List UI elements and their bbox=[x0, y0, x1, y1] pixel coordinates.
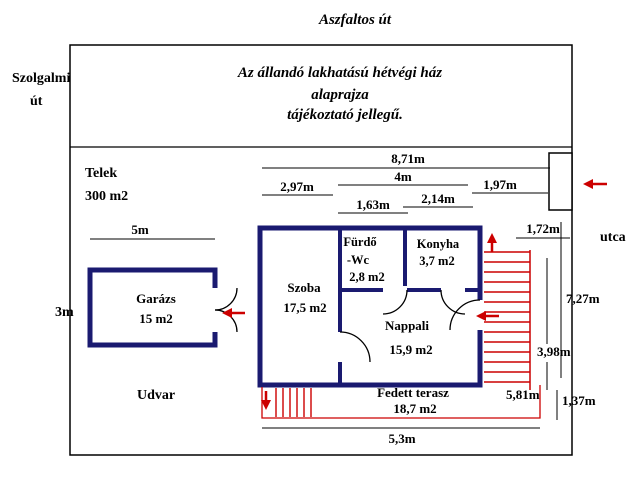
top-road-label: Aszfaltos út bbox=[318, 12, 392, 28]
szoba-door-gap bbox=[336, 332, 344, 362]
furdo-door-arc bbox=[382, 289, 408, 315]
dim-top-mid-right: 2,14m bbox=[421, 191, 455, 206]
dim-right-mid: 3,98m bbox=[537, 344, 571, 359]
dim-top-mid: 4m bbox=[394, 169, 412, 184]
deck-up-arrow bbox=[487, 233, 497, 252]
dim-bottom-width: 5,3m bbox=[388, 431, 415, 446]
dim-garage-depth: 3m bbox=[55, 305, 74, 320]
street-gate bbox=[548, 152, 573, 211]
dim-right-long: 7,27m bbox=[566, 291, 600, 306]
dim-deck-length: 5,81m bbox=[506, 387, 540, 402]
dim-right-gate: 1,72m bbox=[526, 221, 560, 236]
dim-garage-width: 5m bbox=[131, 222, 149, 237]
plot-area-label: 300 m2 bbox=[85, 189, 128, 204]
bath-name-label-line1: Fürdő bbox=[343, 235, 376, 249]
living-name-label: Nappali bbox=[385, 318, 429, 333]
dim-right-bottom: 1,37m bbox=[562, 393, 596, 408]
yard-label: Udvar bbox=[137, 388, 175, 403]
left-road-label-line2: út bbox=[30, 94, 43, 109]
konyha-door-gap bbox=[441, 286, 465, 294]
furdo-door-gap bbox=[383, 286, 407, 294]
plot-boundary bbox=[69, 44, 573, 456]
plan-title-line1: Az állandó lakhatású hétvégi ház bbox=[237, 65, 442, 81]
right-road-label: utca bbox=[600, 230, 626, 245]
plan-title-line2: alaprajza bbox=[311, 87, 369, 103]
bath-name-label-line2: -Wc bbox=[347, 253, 370, 267]
garage-entry-arrow bbox=[222, 308, 245, 318]
garage-outline bbox=[87, 267, 218, 348]
dim-top-total: 8,71m bbox=[391, 151, 425, 166]
dim-top-mid-left: 1,63m bbox=[356, 197, 390, 212]
room-name-label: Szoba bbox=[287, 280, 321, 295]
nappali-door-arc bbox=[449, 299, 481, 331]
terrace-exit-arrow bbox=[261, 391, 271, 410]
szoba-door-arc bbox=[339, 331, 371, 363]
dim-top-right: 1,97m bbox=[483, 177, 517, 192]
living-area-label: 15,9 m2 bbox=[389, 342, 432, 357]
terrace-name-label: Fedett terasz bbox=[377, 385, 449, 400]
living-entry-arrow bbox=[476, 311, 499, 321]
konyha-door-arc bbox=[440, 289, 466, 315]
gate-entry-arrow bbox=[583, 179, 607, 189]
plan-title-line3: tájékoztató jellegű. bbox=[287, 107, 403, 123]
kitchen-name-label: Konyha bbox=[417, 237, 460, 251]
garage-area-label: 15 m2 bbox=[139, 311, 173, 326]
terrace-area-label: 18,7 m2 bbox=[393, 401, 436, 416]
terrace-outline bbox=[261, 385, 541, 419]
kitchen-area-label: 3,7 m2 bbox=[419, 254, 454, 268]
bath-area-label: 2,8 m2 bbox=[349, 270, 384, 284]
dim-top-left: 2,97m bbox=[280, 179, 314, 194]
garage-name-label: Garázs bbox=[136, 291, 176, 306]
left-road-label-line1: Szolgalmi bbox=[12, 71, 70, 86]
room-area-label: 17,5 m2 bbox=[283, 300, 326, 315]
plot-label: Telek bbox=[85, 166, 117, 181]
terrace-stairs bbox=[275, 388, 312, 417]
